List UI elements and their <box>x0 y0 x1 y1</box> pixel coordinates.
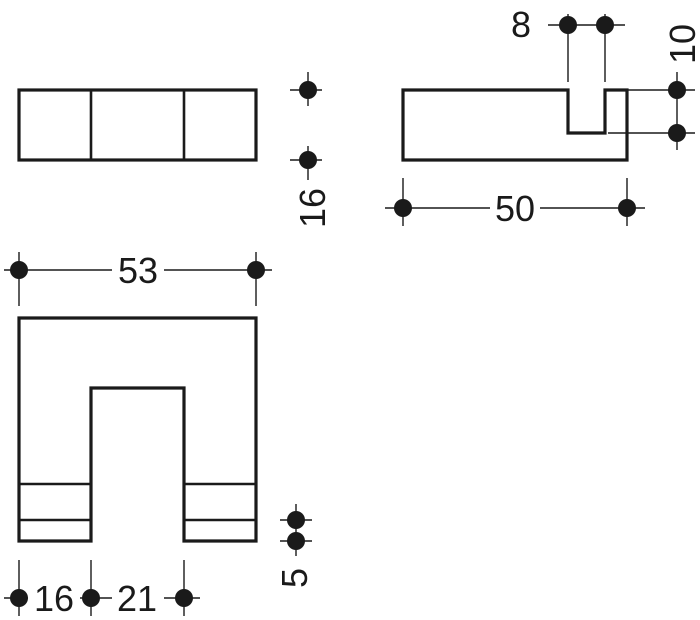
dimension-label-21: 21 <box>117 578 157 619</box>
dimension-front-arm-height: 5 <box>274 504 315 588</box>
dimension-side-length: 50 <box>385 178 645 229</box>
top-view: 16 <box>17 72 333 228</box>
dimension-side-slot-depth: 10 <box>608 24 700 150</box>
front-view-outline <box>17 316 258 543</box>
dimension-side-slot-width: 8 <box>511 4 625 82</box>
dimension-label-8: 8 <box>511 4 531 45</box>
dimension-label-16-top: 16 <box>292 188 333 228</box>
dimension-label-53: 53 <box>118 250 158 291</box>
dimension-top-view-depth: 16 <box>290 72 333 228</box>
dimension-front-bottom: 16 21 <box>4 560 200 619</box>
top-view-outline <box>17 88 258 162</box>
dimension-label-16-front: 16 <box>34 578 74 619</box>
dimension-label-50: 50 <box>495 188 535 229</box>
dimension-front-width: 53 <box>4 250 272 306</box>
side-view: 8 10 50 <box>385 4 700 229</box>
dimension-label-5: 5 <box>274 568 315 588</box>
side-view-outline <box>401 88 629 162</box>
dimension-label-10: 10 <box>662 24 700 64</box>
front-view: 53 5 16 21 <box>4 250 315 619</box>
